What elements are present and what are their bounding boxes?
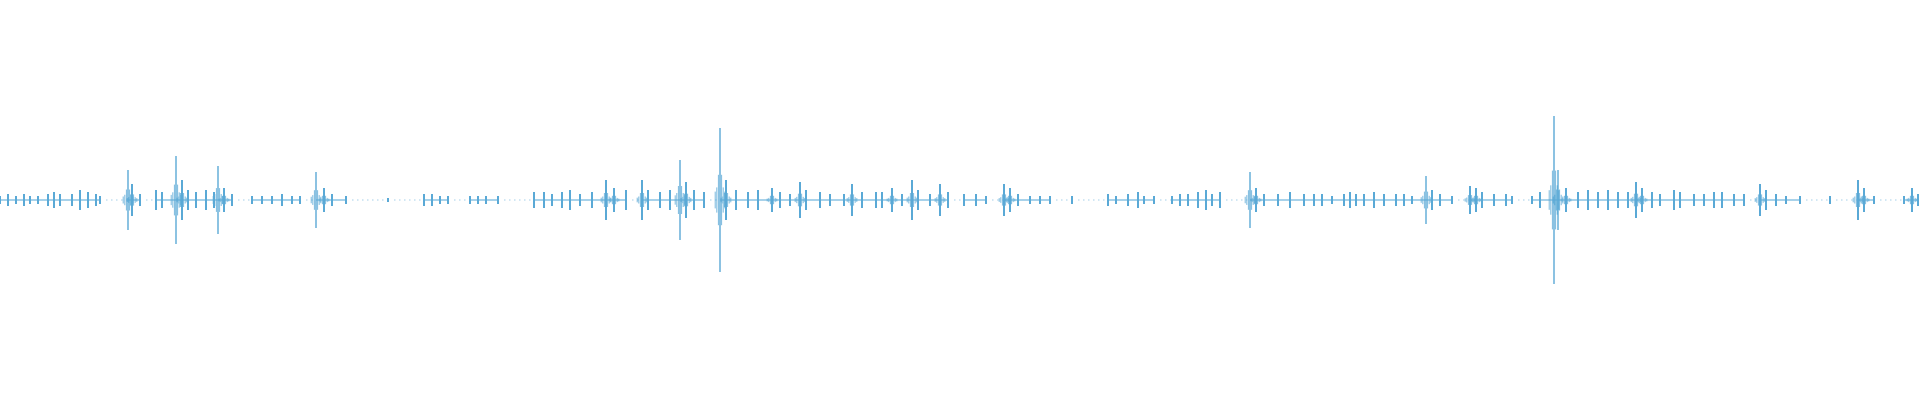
waveform-bars xyxy=(0,116,1919,284)
